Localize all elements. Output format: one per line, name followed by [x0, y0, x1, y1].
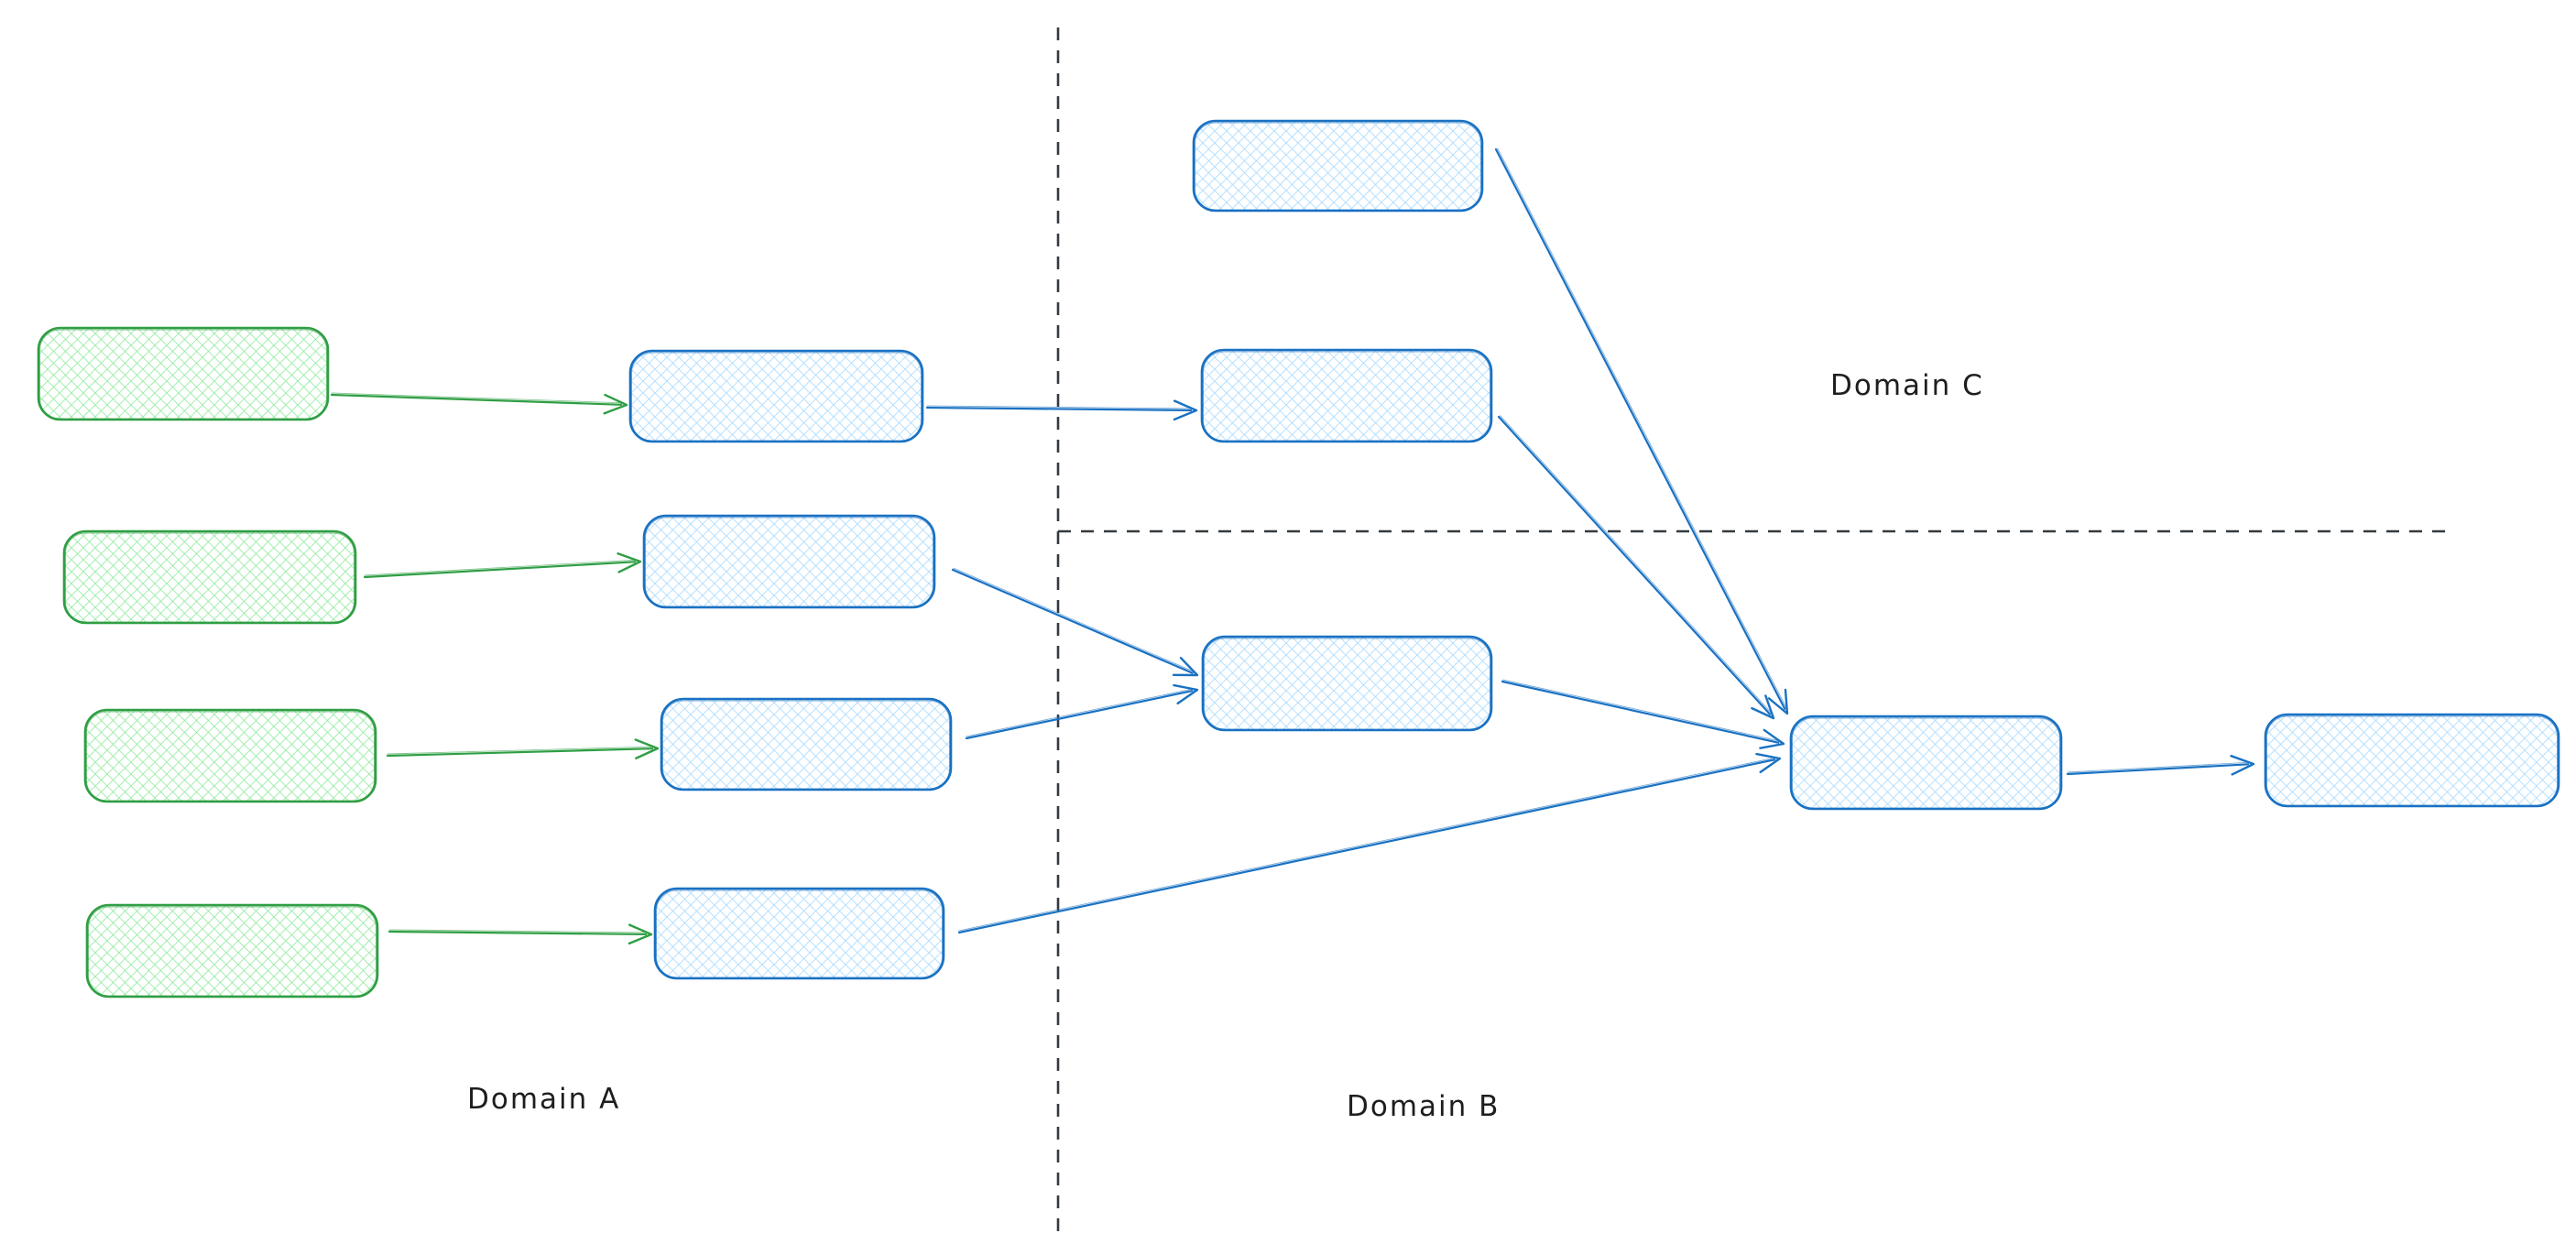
arrow-process-a3-stage-b1: [965, 683, 1199, 740]
arrowhead-icon: [1755, 752, 1782, 774]
arrowhead-icon: [1173, 399, 1198, 421]
arrow-source-a2-process-a2: [363, 552, 642, 579]
node-output: [2264, 713, 2560, 808]
node-source-a3: [83, 708, 377, 803]
node-merge-hub: [1789, 715, 2063, 811]
node-process-a4: [653, 887, 945, 980]
arrow-process-a4-merge-hub: [957, 752, 1782, 934]
arrow-merge-hub-output: [2066, 754, 2255, 776]
node-source-a4: [85, 903, 379, 999]
label-domain-c: Domain C: [1830, 369, 1984, 402]
arrow-source-a3-process-a3: [386, 738, 660, 759]
arrow-stage-b1-merge-hub: [1501, 679, 1785, 749]
node-process-a3: [660, 697, 953, 791]
arrow-stage-c1-merge-hub: [1497, 415, 1775, 720]
node-source-a2: [62, 529, 357, 625]
arrow-input-c1-merge-hub: [1494, 147, 1789, 715]
node-stage-c1: [1200, 348, 1493, 443]
node-process-a2: [642, 514, 936, 609]
arrowhead-icon: [617, 552, 642, 573]
node-stage-b1: [1201, 635, 1493, 732]
arrow-process-a2-stage-b1: [951, 567, 1199, 677]
arrow-source-a4-process-a4: [387, 923, 653, 945]
node-input-c1: [1192, 119, 1484, 213]
arrowhead-icon: [628, 923, 653, 945]
arrowhead-icon: [2230, 754, 2255, 776]
node-process-a1: [628, 349, 924, 443]
arrowhead-icon: [1759, 728, 1785, 749]
arrowhead-icon: [1172, 657, 1199, 677]
arrowhead-icon: [1767, 688, 1789, 715]
arrowhead-icon: [1173, 683, 1199, 705]
arrow-process-a1-stage-c1: [925, 399, 1198, 421]
arrowhead-icon: [1751, 694, 1775, 720]
label-domain-a: Domain A: [467, 1083, 620, 1116]
node-source-a1: [37, 326, 330, 421]
arrowhead-icon: [603, 393, 628, 415]
arrow-source-a1-process-a1: [330, 392, 628, 415]
label-domain-b: Domain B: [1347, 1090, 1500, 1123]
arrowhead-icon: [634, 738, 660, 759]
